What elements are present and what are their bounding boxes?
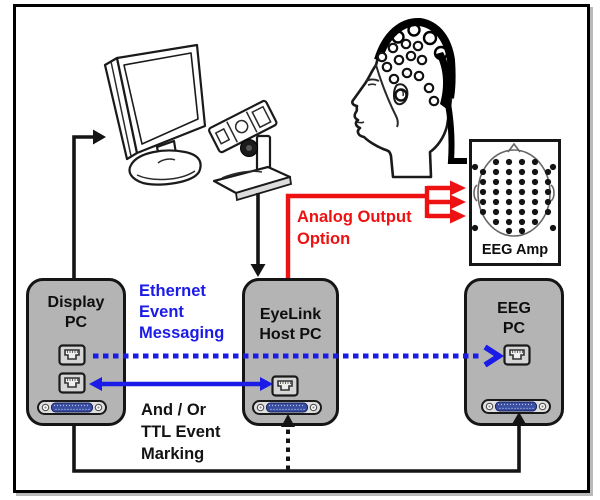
label-line: And / Or — [141, 401, 207, 419]
label-line: EyeLink — [259, 306, 322, 323]
ethernet-event-messaging-label: Ethernet Event Messaging — [139, 281, 224, 344]
label-line: Analog Output — [297, 208, 412, 226]
label-line: Marking — [141, 445, 205, 463]
diagram-border-frame — [13, 4, 590, 493]
ttl-event-marking-label: And / Or TTL Event Marking — [141, 399, 220, 465]
label-line: EEG — [497, 300, 531, 317]
eeg-amp-label: EEG Amp — [481, 242, 549, 258]
label-line: TTL Event — [141, 423, 221, 441]
ethernet-port-icon — [503, 344, 531, 366]
display-pc-label: Display PC — [29, 293, 123, 333]
eyelink-host-pc-label: EyeLink Host PC — [245, 305, 336, 345]
label-line: Ethernet — [139, 282, 206, 300]
ethernet-port-icon — [58, 344, 86, 366]
ethernet-port-icon — [271, 375, 299, 397]
db25-parallel-port-icon — [252, 400, 322, 415]
label-line: Event — [139, 303, 184, 321]
eeg-pc-label: EEG PC — [467, 299, 561, 339]
label-line: Option — [297, 230, 351, 248]
label-line: Messaging — [139, 324, 225, 342]
label-line: PC — [64, 314, 88, 331]
db25-parallel-port-icon — [481, 399, 551, 414]
label-line: Host PC — [259, 326, 322, 343]
label-line: PC — [502, 320, 526, 337]
analog-output-option-label: Analog Output Option — [297, 206, 412, 250]
label-line: Display — [47, 294, 105, 311]
eeg-amp-node: EEG Amp — [469, 139, 561, 266]
ethernet-port-icon — [58, 372, 86, 394]
db25-parallel-port-icon — [37, 400, 107, 415]
